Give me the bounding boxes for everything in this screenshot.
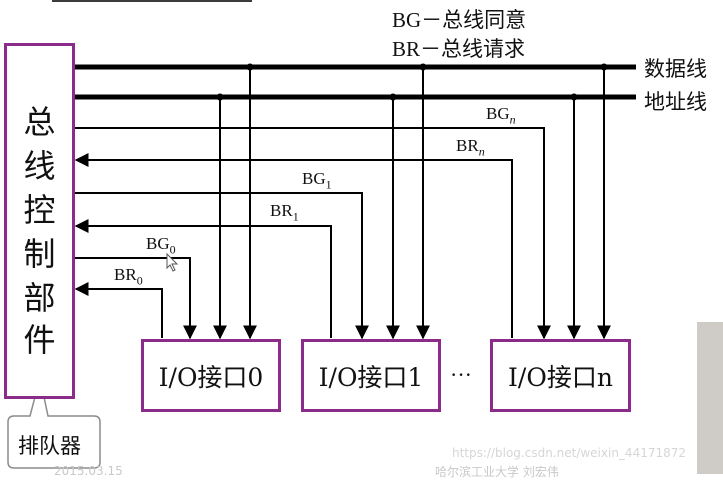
signal-bg1-label: BG1: [302, 169, 332, 192]
io-interface-n-label: I/O接口n: [508, 362, 613, 392]
controller-char-1: 总: [23, 103, 56, 141]
io-interface-1: I/O接口1: [301, 339, 441, 412]
controller-char-3: 控: [23, 191, 56, 229]
brn-line: [74, 153, 513, 338]
data-bus-label: 数据线: [644, 57, 707, 81]
signal-bg0-label: BG0: [146, 234, 176, 257]
legend-bg: BG－总线同意: [392, 8, 527, 32]
queue-callout-shape: [7, 377, 101, 469]
address-bus-label: 地址线: [644, 90, 707, 114]
io-interface-0: I/O接口0: [141, 339, 281, 412]
controller-char-4: 制: [23, 235, 56, 273]
footer-university: 哈尔滨工业大学 刘宏伟: [435, 465, 559, 479]
signal-br1-label: BR1: [270, 201, 299, 224]
br0-line: [74, 282, 163, 338]
footer-watermark: https://blog.csdn.net/weixin_44171872: [452, 446, 687, 460]
bus-controller-box: 总 线 控 制 部 件: [4, 43, 75, 399]
io-interface-1-label: I/O接口1: [318, 362, 424, 392]
queue-callout-label: 排队器: [18, 434, 81, 458]
controller-char-2: 线: [23, 147, 56, 185]
signal-bgn-label: BGn: [486, 104, 516, 127]
controller-char-6: 件: [23, 321, 56, 359]
footer-date: 2015.03.15: [54, 464, 123, 478]
bgn-line: [74, 127, 551, 340]
io-interface-n: I/O接口n: [490, 339, 631, 412]
title-fragment: [52, 0, 292, 4]
io-interface-0-label: I/O接口0: [158, 362, 264, 392]
presenter-photo-strip: [697, 322, 723, 474]
signal-brn-label: BRn: [456, 136, 485, 159]
legend-br: BR－总线请求: [392, 37, 526, 61]
bg1-line: [74, 192, 369, 340]
signal-br0-label: BR0: [114, 265, 143, 288]
br1-line: [74, 219, 332, 338]
bg0-line: [74, 257, 197, 340]
controller-char-5: 部: [23, 279, 56, 317]
mouse-cursor: [166, 252, 179, 272]
interfaces-ellipsis: ···: [450, 362, 472, 387]
